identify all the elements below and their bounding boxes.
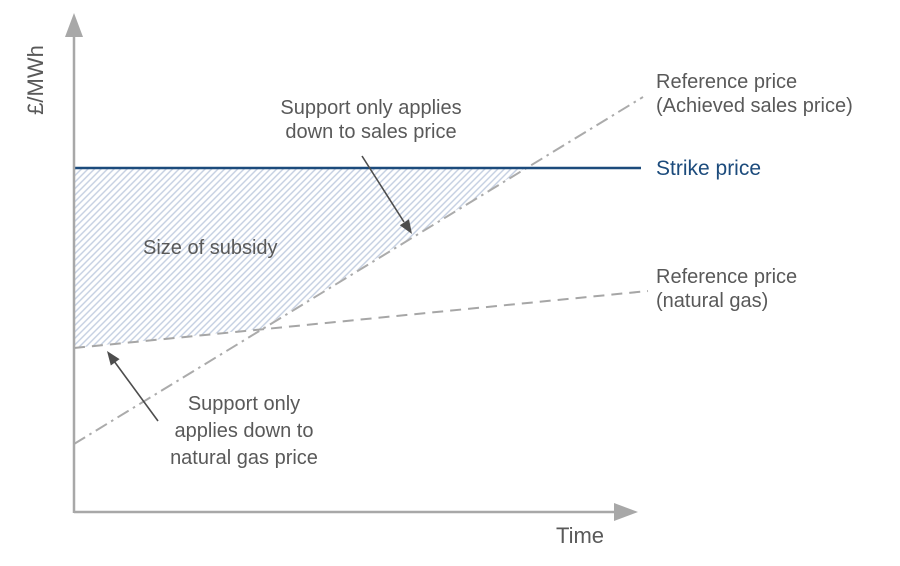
support-gas-arrow	[113, 360, 159, 422]
size-of-subsidy-area	[74, 169, 524, 348]
x-axis-label: Time	[555, 523, 605, 548]
reference-price-achieved-sales-line	[73, 96, 644, 445]
support-gas-annotation-line1: Support only	[187, 393, 301, 415]
reference-price-natural-gas-label: Reference price (natural gas)	[656, 265, 797, 313]
x-axis-arrowhead-icon	[614, 503, 638, 521]
support-sales-annotation-line1: Support only applies	[280, 97, 462, 119]
y-axis-label: £/MWh	[23, 45, 48, 115]
size-of-subsidy-label: Size of subsidy	[143, 237, 278, 259]
strike-price-label: Strike price	[656, 157, 762, 180]
reference-price-achieved-sales-label-line2: (Achieved sales price)	[656, 95, 853, 117]
support-gas-annotation: Support only applies down to natural gas…	[144, 391, 344, 472]
reference-price-achieved-sales-label: Reference price (Achieved sales price)	[656, 70, 853, 118]
support-sales-arrowhead-icon	[399, 219, 412, 234]
reference-price-natural-gas-label-line2: (natural gas)	[656, 290, 769, 312]
reference-price-natural-gas-label-line1: Reference price	[656, 266, 798, 288]
support-sales-annotation: Support only applies down to sales price	[241, 96, 501, 144]
y-axis-arrowhead-icon	[65, 13, 83, 37]
reference-price-natural-gas-line	[73, 290, 649, 349]
support-sales-arrow	[361, 155, 405, 223]
support-gas-annotation-line3: natural gas price	[170, 447, 318, 469]
support-gas-arrowhead-icon	[107, 351, 120, 366]
reference-price-achieved-sales-label-line1: Reference price	[656, 71, 798, 93]
support-sales-annotation-line2: down to sales price	[285, 121, 457, 143]
support-gas-annotation-line2: applies down to	[174, 420, 314, 442]
